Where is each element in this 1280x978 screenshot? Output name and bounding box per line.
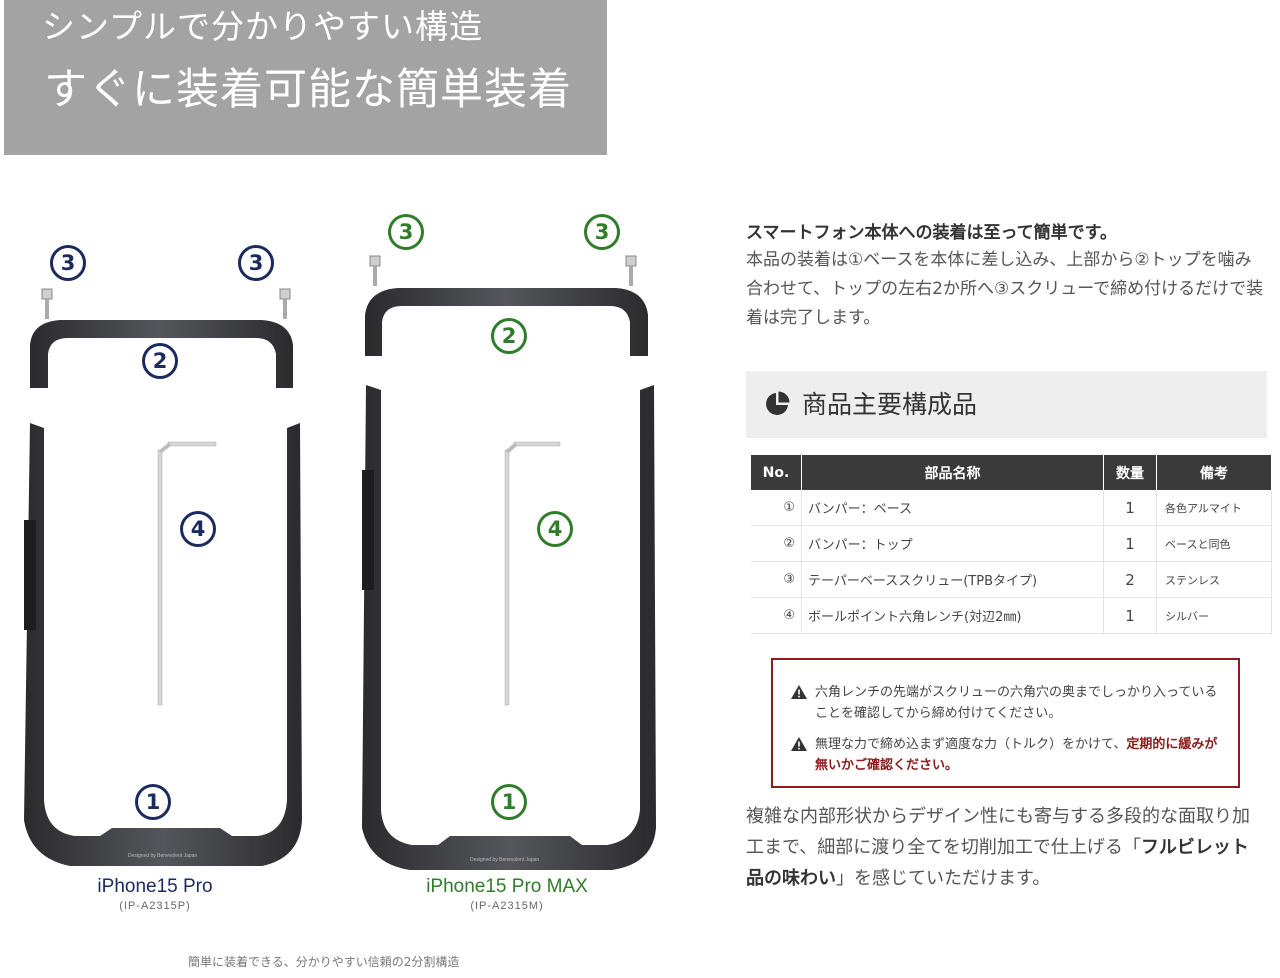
screw-icon bbox=[369, 255, 637, 286]
pie-chart-icon bbox=[766, 391, 790, 415]
engraving-right: Designed by Benevolent Japan bbox=[470, 857, 539, 863]
marker-screw-right-2: 3 bbox=[584, 214, 620, 250]
section-title: 商品主要構成品 bbox=[802, 390, 978, 419]
side-button-left bbox=[24, 520, 36, 630]
marker-screw-right-1: 3 bbox=[388, 214, 424, 250]
row-name: テーパーベーススクリュー(TPBタイプ) bbox=[801, 561, 1104, 598]
table-row: ② バンパー：トップ 1 ベースと同色 bbox=[751, 525, 1272, 562]
row-qty: 1 bbox=[1103, 597, 1157, 634]
header-qty: 数量 bbox=[1103, 455, 1157, 490]
header-no: No. bbox=[751, 455, 802, 490]
description-text-1: 複雑な内部形状からデザイン性にも寄与する多段的な面取り加工まで、細部に渡り全てを… bbox=[746, 806, 1250, 858]
hex-wrench-icon bbox=[504, 441, 561, 706]
row-name: バンパー：トップ bbox=[801, 525, 1104, 562]
bumper-illustration: Designed by Benevolent Japan Designed by… bbox=[24, 255, 656, 870]
table-header-row: No. 部品名称 数量 備考 bbox=[751, 455, 1272, 490]
model-code: (IP-A2315P) bbox=[119, 900, 191, 912]
warning-icon bbox=[791, 685, 807, 699]
marker-top-left: 2 bbox=[142, 343, 178, 379]
row-no: ② bbox=[751, 525, 802, 562]
header-note: 備考 bbox=[1156, 455, 1272, 490]
model-label-pro: iPhone15 Pro (IP-A2315P) bbox=[70, 876, 240, 912]
description-emphasis: フルビレット品の味わい bbox=[746, 837, 1249, 889]
table-row: ① バンパー：ベース 1 各色アルマイト bbox=[751, 490, 1272, 526]
marker-screw-left-2: 3 bbox=[238, 245, 274, 281]
row-no: ④ bbox=[751, 597, 802, 634]
model-code: (IP-A2315M) bbox=[470, 900, 544, 912]
intro-heading: スマートフォン本体への装着は至って簡単です。 bbox=[746, 223, 1117, 243]
description-paragraph: 複雑な内部形状からデザイン性にも寄与する多段的な面取り加工まで、細部に渡り全てを… bbox=[746, 801, 1266, 894]
header-part-name: 部品名称 bbox=[801, 455, 1104, 490]
section-heading: 商品主要構成品 bbox=[746, 371, 1267, 438]
caution-text-2: 無理な力で締め込まず適度な力（トルク）をかけて、 bbox=[815, 737, 1127, 752]
table-row: ④ ボールポイント六角レンチ(対辺2㎜) 1 シルバー bbox=[751, 597, 1272, 634]
marker-screw-left-1: 3 bbox=[50, 245, 86, 281]
header-banner: シンプルで分かりやすい構造 すぐに装着可能な簡単装着 bbox=[4, 0, 607, 155]
banner-line-2: すぐに装着可能な簡単装着 bbox=[44, 65, 572, 115]
marker-wrench-right: 4 bbox=[537, 511, 573, 547]
marker-top-right: 2 bbox=[491, 318, 527, 354]
marker-base-left: 1 bbox=[135, 784, 171, 820]
row-note: ステンレス bbox=[1156, 561, 1272, 598]
model-name: iPhone15 Pro bbox=[97, 876, 213, 897]
side-button-right bbox=[362, 470, 374, 590]
model-name: iPhone15 Pro MAX bbox=[426, 876, 588, 897]
marker-wrench-left: 4 bbox=[180, 511, 216, 547]
description-text-2: 」を感じていただけます。 bbox=[836, 868, 1051, 889]
row-no: ① bbox=[751, 490, 802, 526]
caution-item: 無理な力で締め込まず適度な力（トルク）をかけて、定期的に緩みが無いかご確認くださ… bbox=[791, 734, 1221, 776]
row-qty: 1 bbox=[1103, 525, 1157, 562]
caution-item: 六角レンチの先端がスクリューの六角穴の奥までしっかり入っていることを確認してから… bbox=[791, 682, 1221, 724]
row-note: シルバー bbox=[1156, 597, 1272, 634]
bumper-top-left bbox=[30, 320, 293, 388]
screw-icon bbox=[41, 288, 291, 319]
row-qty: 1 bbox=[1103, 490, 1157, 526]
hex-wrench-icon bbox=[157, 441, 217, 706]
row-qty: 2 bbox=[1103, 561, 1157, 598]
intro-body: 本品の装着は①ベースを本体に差し込み、上部から②トップを噛み合わせて、トップの左… bbox=[746, 250, 1264, 328]
marker-base-right: 1 bbox=[491, 784, 527, 820]
bumper-top-right bbox=[365, 288, 648, 356]
parts-table: No. 部品名称 数量 備考 ① バンパー：ベース 1 各色アルマイト ② バン… bbox=[751, 455, 1272, 634]
table-row: ③ テーパーベーススクリュー(TPBタイプ) 2 ステンレス bbox=[751, 561, 1272, 598]
row-name: バンパー：ベース bbox=[801, 490, 1104, 526]
row-no: ③ bbox=[751, 561, 802, 598]
caution-text-2-emphasis: 定期的に緩みが無いかご確認ください。 bbox=[815, 737, 1218, 773]
caution-box: 六角レンチの先端がスクリューの六角穴の奥までしっかり入っていることを確認してから… bbox=[771, 658, 1240, 788]
row-name: ボールポイント六角レンチ(対辺2㎜) bbox=[801, 597, 1104, 634]
row-note: ベースと同色 bbox=[1156, 525, 1272, 562]
figure-caption: 簡単に装着できる、分かりやすい信頼の2分割構造 bbox=[188, 955, 460, 969]
engraving-left: Designed by Benevolent Japan bbox=[128, 853, 197, 859]
model-label-pro-max: iPhone15 Pro MAX (IP-A2315M) bbox=[412, 876, 602, 912]
warning-icon bbox=[791, 737, 807, 751]
intro-block: スマートフォン本体への装着は至って簡単です。 本品の装着は①ベースを本体に差し込… bbox=[746, 218, 1266, 333]
caution-text-1: 六角レンチの先端がスクリューの六角穴の奥までしっかり入っていることを確認してから… bbox=[815, 685, 1218, 721]
row-note: 各色アルマイト bbox=[1156, 490, 1272, 526]
banner-line-1: シンプルで分かりやすい構造 bbox=[42, 7, 484, 46]
